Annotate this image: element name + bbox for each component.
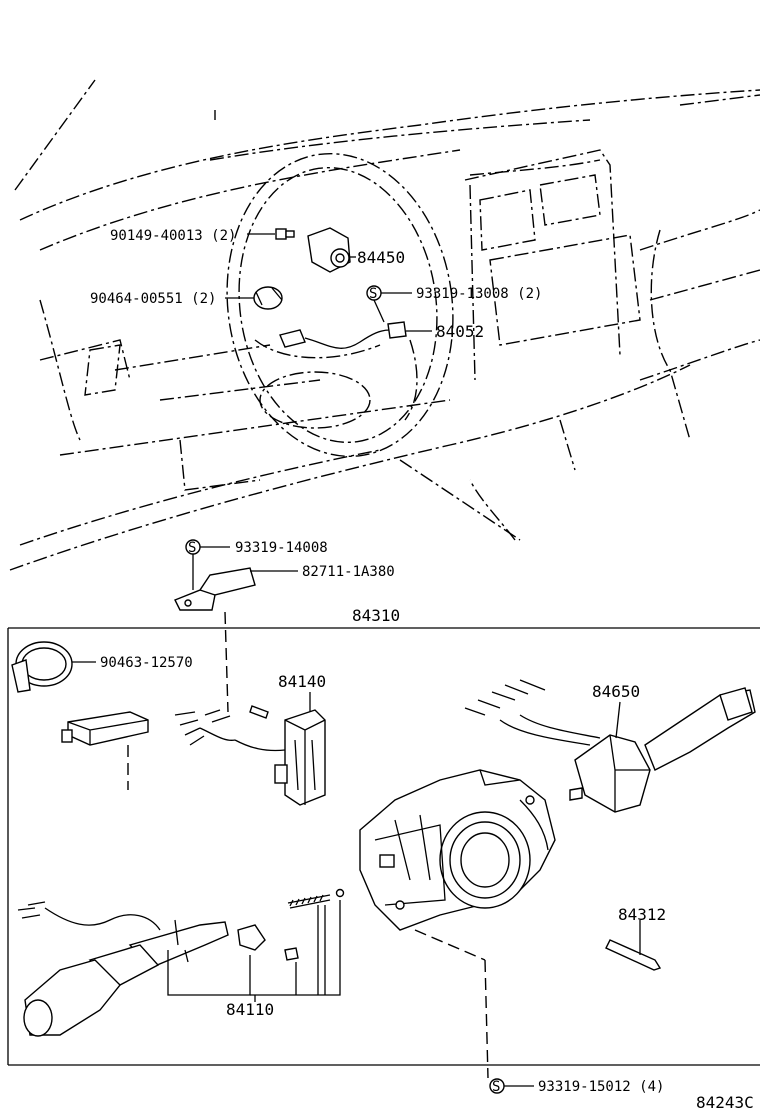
label-bolt-upper: 90149-40013 (2) — [110, 228, 236, 244]
switch-housing-part — [359, 769, 556, 931]
switch-assembly-frame — [7, 627, 760, 1066]
bracket-leader-line — [224, 611, 229, 713]
bolt-upper-part — [247, 228, 295, 240]
svg-text:S: S — [369, 286, 377, 302]
dashboard-outline — [9, 79, 760, 571]
label-horn-assembly: 84450 — [357, 248, 405, 267]
steering-wheel-outline — [226, 152, 454, 458]
housing-leader-line-a — [414, 929, 486, 961]
label-sub-switch: 84140 — [278, 672, 326, 691]
horn-assembly-part — [307, 227, 356, 273]
svg-text:S: S — [188, 540, 196, 556]
band-clamp-part — [11, 641, 96, 693]
label-wiper-switch: 84650 — [592, 682, 640, 701]
turn-switch-part — [17, 888, 345, 1037]
bracket-part — [174, 567, 298, 611]
screw-bottom-marker: S — [489, 1078, 534, 1095]
wire-harness-part — [279, 321, 432, 349]
label-wire-harness: 84052 — [436, 322, 484, 341]
label-screw-bracket: 93319-14008 — [235, 540, 328, 556]
label-clip-left: 90464-00551 (2) — [90, 291, 216, 307]
screw-upper-marker: S — [366, 285, 412, 323]
pin-part — [605, 920, 662, 971]
label-bracket: 82711-1A380 — [302, 564, 395, 580]
label-screw-bottom: 93319-15012 (4) — [538, 1079, 664, 1095]
label-switch-assembly: 84310 — [352, 606, 400, 625]
label-screw-upper: 93319-13008 (2) — [416, 286, 542, 302]
figure-id: 84243C — [696, 1093, 754, 1112]
connector-housing-part — [61, 711, 149, 790]
label-turn-switch: 84110 — [226, 1000, 274, 1019]
label-band-clamp: 90463-12570 — [100, 655, 193, 671]
screw-bracket-marker: S — [185, 539, 230, 590]
label-pin: 84312 — [618, 905, 666, 924]
clip-left-part — [225, 286, 283, 310]
sub-switch-part — [174, 692, 326, 806]
housing-leader-line-b — [484, 959, 489, 1079]
wiper-switch-part — [464, 679, 756, 813]
svg-text:S: S — [492, 1079, 500, 1095]
